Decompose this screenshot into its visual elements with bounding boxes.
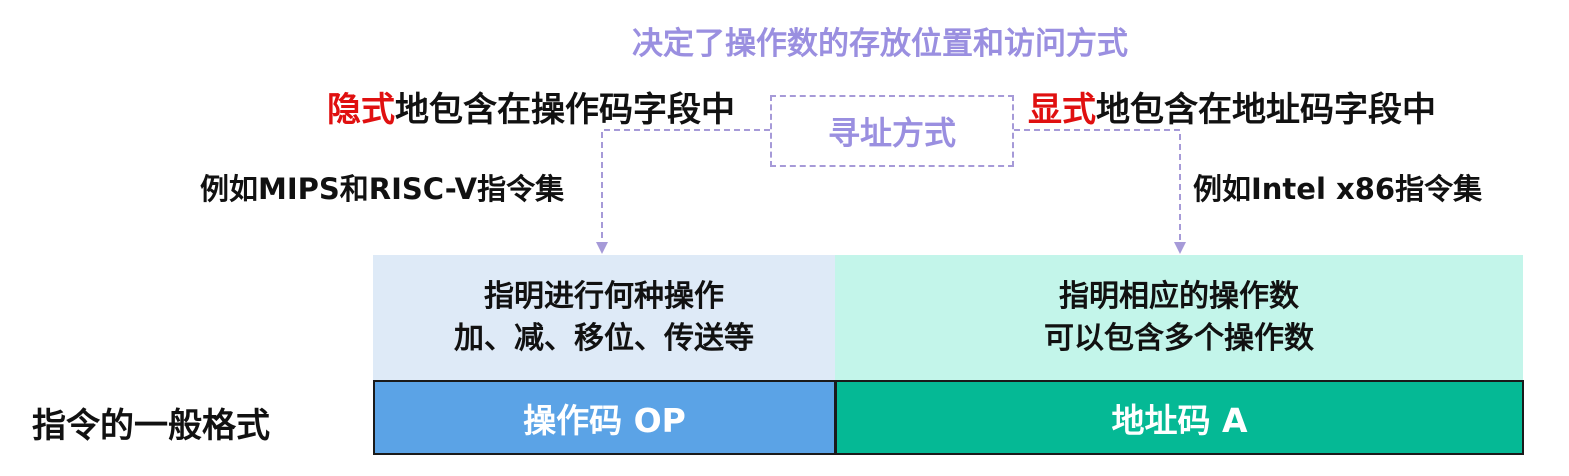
address-desc-line2: 可以包含多个操作数 xyxy=(1044,320,1314,356)
explicit-statement: 显式地包含在地址码字段中 xyxy=(1028,82,1436,131)
right-connector-arrow xyxy=(1014,129,1186,254)
addressing-mode-box: 寻址方式 xyxy=(770,95,1014,167)
implicit-emphasis: 隐式 xyxy=(327,90,395,130)
opcode-desc-line1: 指明进行何种操作 xyxy=(484,278,724,314)
address-description: 指明相应的操作数 可以包含多个操作数 xyxy=(835,255,1523,380)
opcode-desc-line2: 加、减、移位、传送等 xyxy=(454,320,754,356)
left-connector-arrow xyxy=(596,129,770,254)
opcode-field: 操作码 OP xyxy=(373,380,836,455)
explicit-example: 例如Intel x86指令集 xyxy=(1193,172,1483,206)
implicit-example: 例如MIPS和RISC-V指令集 xyxy=(200,172,565,206)
headline: 决定了操作数的存放位置和访问方式 xyxy=(632,26,1128,62)
explicit-emphasis: 显式 xyxy=(1028,90,1096,130)
explicit-rest: 地包含在地址码字段中 xyxy=(1096,90,1436,130)
opcode-description: 指明进行何种操作 加、减、移位、传送等 xyxy=(373,255,835,380)
implicit-statement: 隐式地包含在操作码字段中 xyxy=(327,82,735,131)
address-desc-line1: 指明相应的操作数 xyxy=(1059,278,1299,314)
implicit-rest: 地包含在操作码字段中 xyxy=(395,90,735,130)
address-field-label: 地址码 A xyxy=(1111,400,1248,440)
format-label: 指令的一般格式 xyxy=(32,406,270,446)
opcode-field-label: 操作码 OP xyxy=(523,400,686,440)
addressing-mode-label: 寻址方式 xyxy=(827,114,956,152)
address-field: 地址码 A xyxy=(835,380,1524,455)
